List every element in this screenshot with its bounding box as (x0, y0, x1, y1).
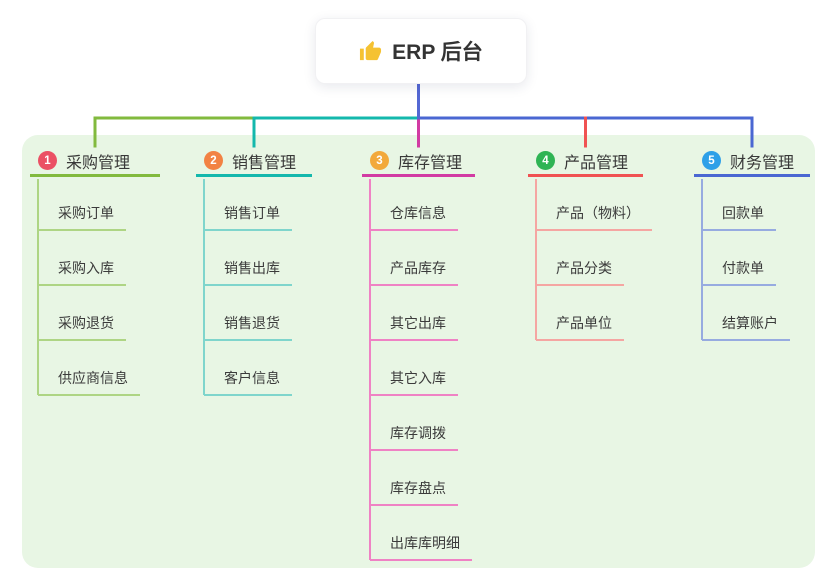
child-node[interactable]: 客户信息 (204, 364, 292, 396)
child-node[interactable]: 结算账户 (702, 309, 790, 341)
branch-badge: 1 (38, 151, 57, 170)
branch-badge: 4 (536, 151, 555, 170)
branch-header-3[interactable]: 3 库存管理 (362, 147, 475, 177)
branch-title: 财务管理 (730, 154, 795, 172)
child-node[interactable]: 库存调拨 (370, 419, 458, 451)
child-node[interactable]: 销售出库 (204, 254, 292, 286)
child-node[interactable]: 产品（物料） (536, 199, 652, 231)
thumbs-up-icon (360, 40, 382, 60)
branch-badge: 2 (204, 151, 223, 170)
child-node[interactable]: 回款单 (702, 199, 776, 231)
branch-badge: 3 (370, 151, 389, 170)
root-title: ERP 后台 (392, 41, 483, 64)
child-node[interactable]: 采购退货 (38, 309, 126, 341)
child-node[interactable]: 销售退货 (204, 309, 292, 341)
child-node[interactable]: 产品单位 (536, 309, 624, 341)
branch-badge: 5 (702, 151, 721, 170)
child-node[interactable]: 其它入库 (370, 364, 458, 396)
branch-header-2[interactable]: 2 销售管理 (196, 147, 312, 177)
branch-title: 产品管理 (564, 154, 629, 172)
branches-panel (22, 135, 815, 568)
child-node[interactable]: 出库库明细 (370, 529, 472, 561)
child-node[interactable]: 供应商信息 (38, 364, 140, 396)
branch-header-1[interactable]: 1 采购管理 (30, 147, 160, 177)
child-node[interactable]: 库存盘点 (370, 474, 458, 506)
child-node[interactable]: 产品分类 (536, 254, 624, 286)
child-node[interactable]: 其它出库 (370, 309, 458, 341)
child-node[interactable]: 付款单 (702, 254, 776, 286)
child-node[interactable]: 销售订单 (204, 199, 292, 231)
branch-title: 库存管理 (398, 154, 463, 172)
branch-header-5[interactable]: 5 财务管理 (694, 147, 810, 177)
child-node[interactable]: 采购订单 (38, 199, 126, 231)
child-node[interactable]: 采购入库 (38, 254, 126, 286)
branch-title: 销售管理 (232, 154, 297, 172)
branch-title: 采购管理 (66, 154, 131, 172)
child-node[interactable]: 产品库存 (370, 254, 458, 286)
branch-header-4[interactable]: 4 产品管理 (528, 147, 643, 177)
child-node[interactable]: 仓库信息 (370, 199, 458, 231)
root-node[interactable]: ERP 后台 (315, 18, 527, 84)
